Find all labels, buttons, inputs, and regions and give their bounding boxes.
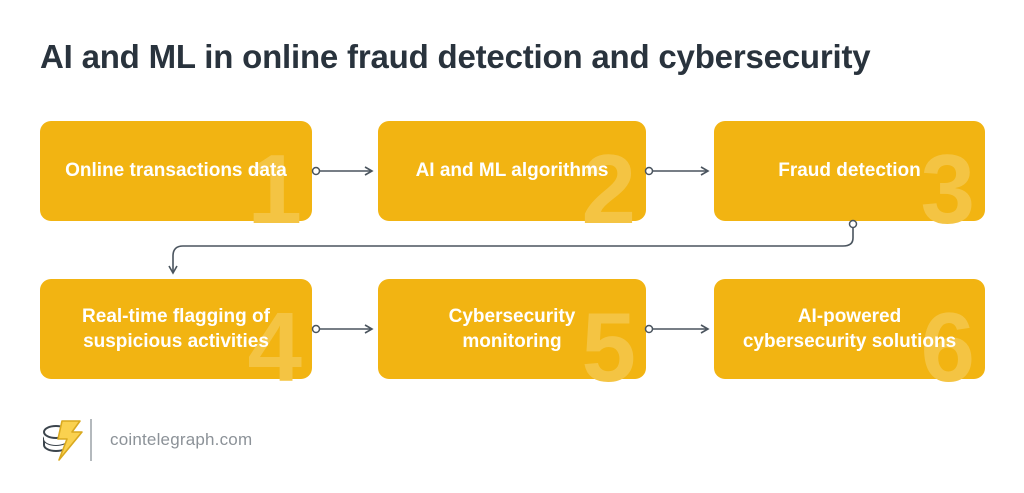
box-5-label: Cybersecurity monitoring [448, 305, 576, 352]
page-title: AI and ML in online fraud detection and … [40, 38, 871, 75]
flow-box-1: 1 Online transactions data [40, 121, 312, 238]
connector-start-dot-1 [311, 166, 321, 176]
connector-start-dot-5 [644, 324, 654, 334]
footer-site-text: cointelegraph.com [110, 430, 253, 449]
box-1-label: Online transactions data [65, 160, 287, 182]
connector-start-dot-3 [848, 219, 858, 229]
footer-brand-bar: cointelegraph.com [38, 414, 252, 466]
box-4-label: Real-time flagging of suspicious activit… [82, 305, 270, 352]
box-1-number-watermark: 1 [247, 134, 302, 244]
box-6-number-watermark: 6 [920, 292, 975, 402]
cointelegraph-logo-icon [43, 420, 83, 461]
footer-divider [90, 419, 92, 461]
box-4-number-watermark: 4 [247, 292, 302, 402]
flow-box-4: 4 Real-time flagging of suspicious activ… [40, 279, 312, 396]
box-3-label: Fraud detection [778, 160, 921, 182]
box-2-number-watermark: 2 [581, 134, 636, 244]
connector-start-dot-4 [311, 324, 321, 334]
box-2-label: AI and ML algorithms [415, 160, 609, 182]
flow-box-5: 5 Cybersecurity monitoring [378, 279, 646, 396]
box-5-number-watermark: 5 [581, 292, 636, 402]
box-3-number-watermark: 3 [920, 134, 975, 244]
box-6-label: AI-powered cybersecurity solutions [742, 305, 957, 352]
connector-start-dot-2 [644, 166, 654, 176]
flow-box-2: 2 AI and ML algorithms [378, 121, 646, 238]
flow-box-6: 6 AI-powered cybersecurity solutions [714, 279, 985, 396]
flow-box-3: 3 Fraud detection [714, 121, 985, 238]
